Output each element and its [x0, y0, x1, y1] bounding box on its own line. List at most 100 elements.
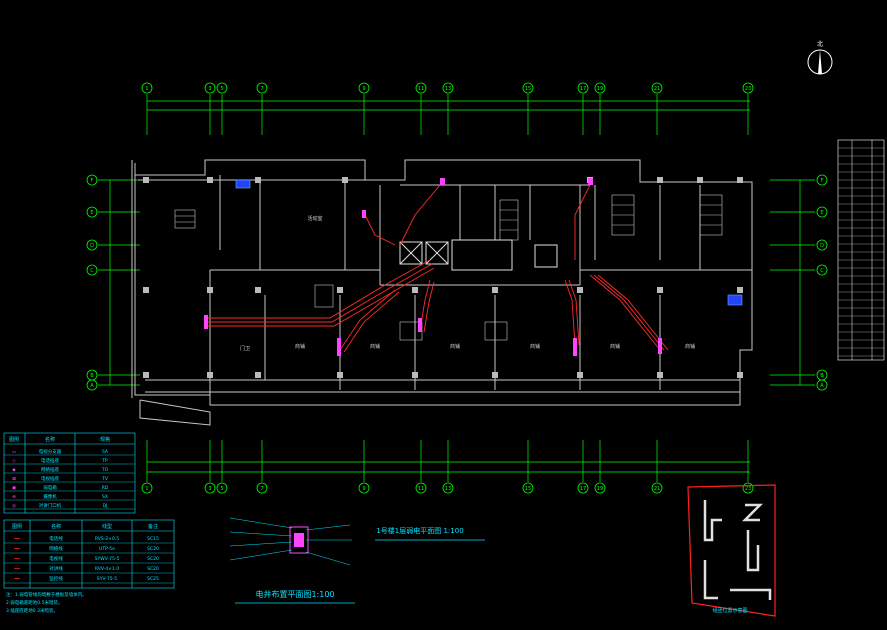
shaft-plan-title: 电井布置平面图1:100	[255, 589, 334, 599]
legend-cell: TV	[101, 476, 109, 482]
axis-bubble	[86, 264, 98, 276]
legend-cell: ▣	[12, 486, 16, 491]
axis-bubble	[86, 206, 98, 218]
axis-bubble	[442, 482, 454, 494]
legend-cell: TO	[101, 467, 109, 473]
legend-cell: 对讲线	[49, 565, 63, 572]
axis-label: 1	[145, 86, 148, 92]
legend-cell: 电话插座	[41, 457, 59, 464]
axis-bubble	[594, 482, 606, 494]
legend-cell: 电话线	[49, 535, 63, 542]
top-dimension	[147, 100, 750, 111]
axis-bubble	[256, 482, 268, 494]
axis-label: C	[90, 268, 94, 274]
column	[412, 372, 418, 378]
elevator-core	[399, 239, 558, 271]
column	[255, 177, 261, 183]
axis-bubble	[577, 482, 589, 494]
room-label: 商铺	[610, 343, 620, 350]
axis-bubble	[594, 82, 606, 94]
axis-bubble	[742, 82, 754, 94]
legend-table-bottom	[3, 519, 175, 589]
main-plan-title: 1号楼1层弱电平面图 1:100	[376, 526, 463, 535]
axis-label: F	[821, 178, 824, 184]
axis-label: 3	[208, 86, 211, 92]
legend-cell: 网络插座	[41, 466, 59, 473]
axis-bubble	[651, 482, 663, 494]
note-line: 2.弱电箱底距地0.5米暗装。	[6, 599, 62, 606]
column	[143, 287, 149, 293]
room-label: 门卫	[240, 345, 250, 352]
room-label: 商铺	[450, 343, 460, 350]
legend-header: 图例	[9, 436, 19, 443]
axis-label: E	[90, 210, 93, 216]
legend-cell: SA	[102, 449, 109, 455]
room-label: 商铺	[685, 343, 695, 350]
axis-bubble	[204, 82, 216, 94]
axis-label: 1	[145, 486, 148, 492]
axis-label: 11	[418, 86, 424, 92]
axis-bubble	[86, 174, 98, 186]
room-label: 商铺	[530, 343, 540, 350]
legend-cell: ━━	[13, 557, 20, 562]
axis-bubble	[141, 82, 153, 94]
legend-cell: RVV-4×1.0	[95, 566, 119, 572]
legend-cell: SC20	[147, 566, 159, 572]
legend-cell: 电视插座	[41, 475, 59, 482]
axis-bubble	[816, 264, 828, 276]
column	[412, 287, 418, 293]
north-arrow-icon: 北	[807, 40, 833, 75]
axis-bubble	[816, 206, 828, 218]
room-label: 商铺	[370, 343, 380, 350]
notes: 注：1.弱电管线均暗敷于楼板及墙体内。2.弱电箱底距地0.5米暗装。3.插座底距…	[6, 591, 87, 614]
legend-cell: ━━	[13, 567, 20, 572]
device-symbols	[204, 178, 662, 356]
axis-label: 17	[580, 86, 586, 92]
axis-label: 9	[362, 86, 365, 92]
axis-label: C	[820, 268, 824, 274]
axis-label: F	[91, 178, 94, 184]
structural-columns	[143, 177, 743, 378]
axis-label: 15	[525, 486, 531, 492]
legend-cell: 弱电箱	[43, 484, 57, 491]
legend-cell: 电视线	[49, 555, 63, 562]
axis-label: 13	[445, 86, 451, 92]
column	[657, 287, 663, 293]
legend-cell: ⊕	[12, 495, 16, 500]
axis-label: 23	[745, 486, 751, 492]
axis-label: 21	[654, 486, 660, 492]
axis-bubble	[415, 482, 427, 494]
legend-cell: 摄像机	[43, 493, 57, 500]
column	[492, 287, 498, 293]
column	[492, 372, 498, 378]
room-labels: 活动室门卫商铺商铺商铺商铺商铺商铺	[240, 215, 695, 352]
axis-bubble	[86, 379, 98, 391]
axis-bubble	[816, 379, 828, 391]
column	[255, 287, 261, 293]
cable-routes	[205, 184, 669, 353]
legend-cell: DJ	[103, 503, 108, 509]
legend-cell: RVS-2×0.5	[95, 536, 119, 542]
room-label: 商铺	[295, 343, 305, 350]
column	[207, 177, 213, 183]
column	[657, 177, 663, 183]
legend-header: 线型	[102, 523, 112, 530]
legend-cell: ◎	[12, 504, 16, 509]
legend-cell: SC20	[147, 546, 159, 552]
axis-label: 21	[654, 86, 660, 92]
legend-cell: ◇	[12, 459, 16, 464]
legend-cell: 对讲门口机	[39, 502, 62, 509]
legend-cell: ⊠	[12, 477, 16, 482]
shaft-detail	[229, 517, 355, 604]
column	[255, 372, 261, 378]
legend-header: 备注	[148, 523, 158, 530]
axis-label: 5	[220, 486, 223, 492]
axis-bubble	[816, 239, 828, 251]
axis-label: B	[90, 373, 94, 379]
column	[737, 372, 743, 378]
column	[697, 177, 703, 183]
axis-label: 7	[260, 86, 263, 92]
note-line: 3.插座底距地0.3米暗装。	[6, 607, 58, 614]
